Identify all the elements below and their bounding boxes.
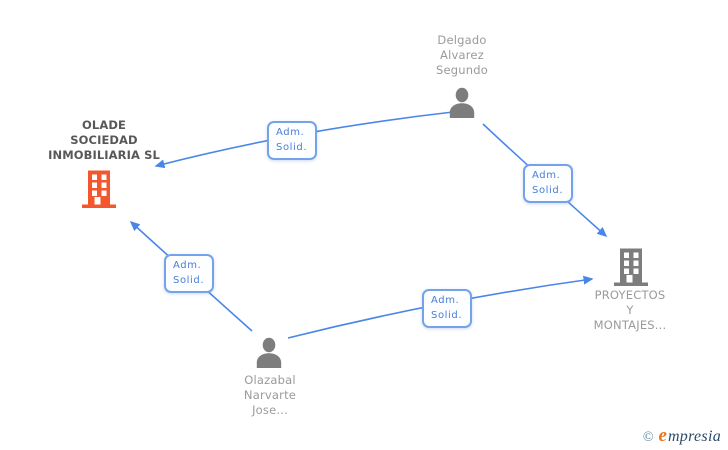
edge-label-adm-solid-olazabal-proyectos: Adm. Solid. <box>422 289 473 328</box>
building-icon-olade[interactable] <box>81 168 117 208</box>
node-label-person-delgado[interactable]: Delgado Alvarez Segundo <box>436 33 488 77</box>
node-label-person-olazabal[interactable]: Olazabal Narvarte Jose... <box>243 373 297 417</box>
building-icon-proyectos[interactable] <box>613 246 649 286</box>
copyright-icon: © <box>642 430 654 445</box>
node-label-company-olade[interactable]: OLADE SOCIEDAD INMOBILIARIA SL <box>48 118 160 162</box>
brand-name: mpresia <box>667 428 721 445</box>
node-label-company-proyectos[interactable]: PROYECTOS Y MONTAJES... <box>593 288 667 332</box>
person-icon-delgado[interactable] <box>447 87 477 118</box>
brand-initial: e <box>658 425 667 446</box>
empresia-logo[interactable]: © e mpresia <box>643 425 721 447</box>
person-icon-olazabal[interactable] <box>254 337 284 368</box>
edge-label-adm-solid-delgado-proyectos: Adm. Solid. <box>523 164 574 203</box>
edge-label-adm-solid-delgado-olade: Adm. Solid. <box>267 121 318 160</box>
edge-label-adm-solid-olazabal-olade: Adm. Solid. <box>164 254 215 293</box>
